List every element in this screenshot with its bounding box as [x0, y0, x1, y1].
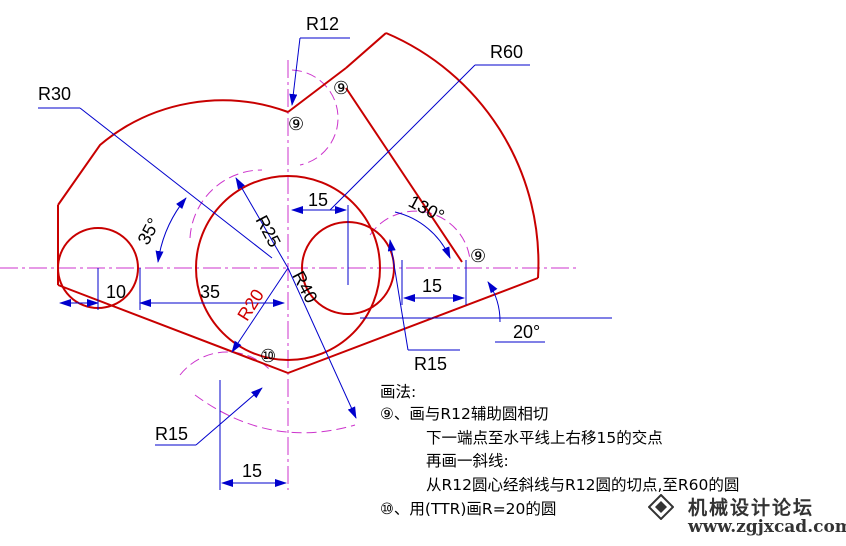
- leader-r60: [329, 64, 476, 211]
- slant-line: [345, 87, 463, 263]
- notes-line-3: 再画一斜线:: [426, 452, 509, 470]
- step-9-marker-c: ⑨: [470, 246, 486, 266]
- r60-arc: [385, 32, 540, 279]
- notes-title: 画法:: [380, 383, 417, 401]
- notes-line-2: 下一端点至水平线上右移15的交点: [426, 429, 663, 447]
- dimensions: [38, 37, 612, 490]
- label-r60: R60: [490, 42, 523, 62]
- watermark-logo-icon: [648, 494, 674, 520]
- leader-r15-right: [387, 239, 409, 351]
- angle-35: [155, 197, 187, 263]
- step-9-marker-b: ⑨: [333, 78, 349, 98]
- label-15-bottom: 15: [242, 461, 262, 481]
- circle-r40-main: [195, 175, 381, 361]
- aux-arc-r12-top: [291, 69, 339, 166]
- angle-130: [394, 211, 451, 259]
- label-r12: R12: [306, 14, 339, 34]
- dim-r20: [231, 267, 289, 353]
- label-15-mid: 15: [422, 276, 442, 296]
- watermark-title: 机械设计论坛: [688, 497, 815, 519]
- label-15-top: 15: [308, 190, 328, 210]
- label-r30: R30: [38, 84, 71, 104]
- aux-arc-r25: [189, 169, 263, 239]
- label-angle-20: 20°: [513, 322, 540, 342]
- label-r25: R25: [252, 212, 285, 251]
- dim-r40: [287, 267, 357, 419]
- outer-contour: [57, 99, 289, 206]
- watermark-url: www.zgjxcad.com: [688, 517, 846, 537]
- angle-20: [487, 281, 501, 323]
- label-35: 35: [200, 282, 220, 302]
- label-angle-130: 130°: [405, 191, 447, 226]
- top-link-line: [345, 32, 387, 69]
- leader-r15-left: [195, 387, 263, 446]
- part-outline: [57, 32, 540, 374]
- aux-arc-bottom: [194, 394, 356, 434]
- step-9-marker-a: ⑨: [288, 114, 304, 134]
- dim-r25: [235, 177, 289, 269]
- notes-line-4: 从R12圆心经斜线与R12圆的切点,至R60的圆: [426, 476, 740, 494]
- step-10-marker: ⑩: [260, 346, 276, 366]
- bottom-right-line: [287, 277, 539, 374]
- label-angle-35: 35°: [134, 215, 164, 248]
- notes-line-5: ⑩、用(TTR)画R=20的圆: [380, 500, 557, 518]
- dimension-texts: R12 R60 R30 R25 R40 R20 15 10 35 15 15 R…: [38, 14, 540, 481]
- construction-arcs: [179, 69, 471, 434]
- label-r15-right: R15: [414, 354, 447, 374]
- label-r15-left: R15: [155, 424, 188, 444]
- leader-r30: [79, 107, 273, 259]
- leader-r12: [289, 37, 301, 106]
- label-10: 10: [106, 282, 126, 302]
- notes-line-1: ⑨、画与R12辅助圆相切: [380, 405, 549, 423]
- center-lines: [0, 60, 580, 490]
- top-small-line: [287, 67, 347, 113]
